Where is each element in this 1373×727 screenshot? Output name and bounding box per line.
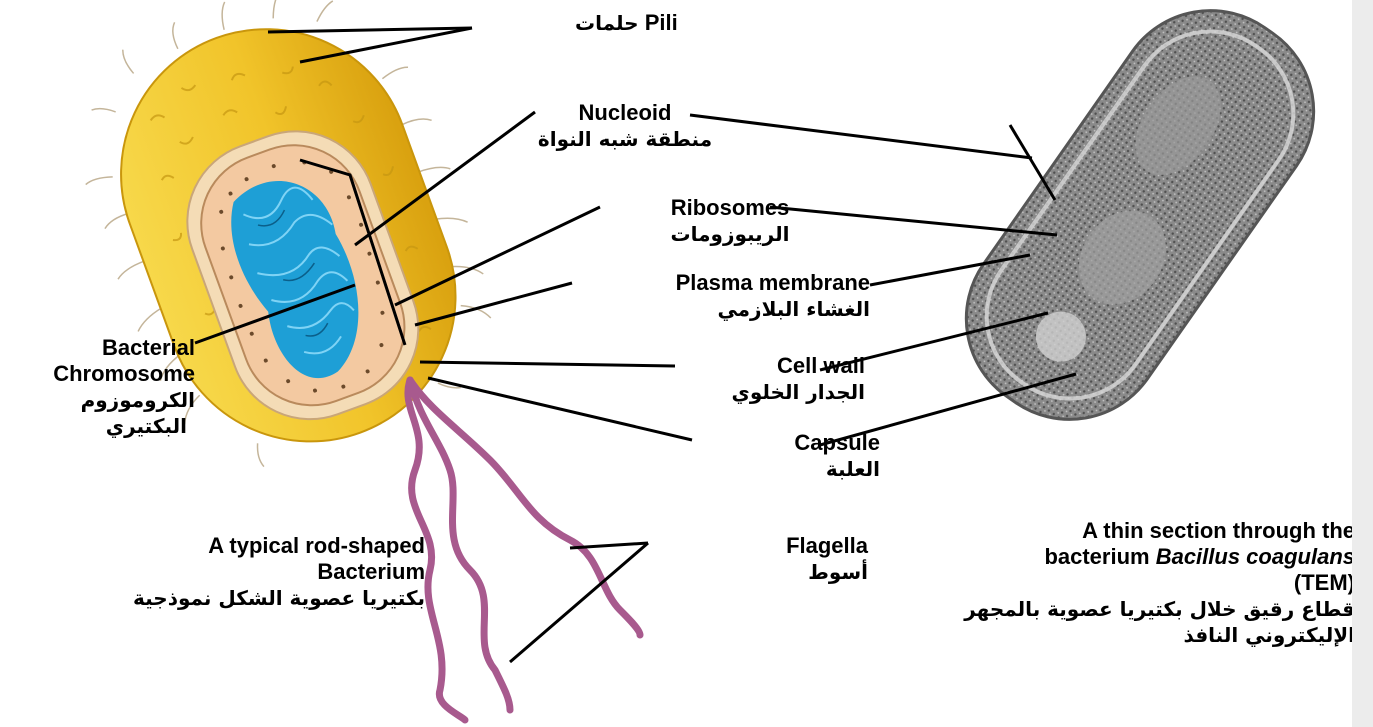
capsule-label: Capsule العلبة xyxy=(740,430,880,482)
right-caption-line3: (TEM) xyxy=(900,570,1355,596)
chromosome-label-line1: Bacterial xyxy=(5,335,195,361)
right-caption-ar-line2: الإليكتروني النافذ xyxy=(900,622,1355,648)
flagella xyxy=(408,380,640,720)
plasma-membrane-label-ar: الغشاء البلازمي xyxy=(600,296,870,322)
right-caption-ar-line1: قطاع رقيق خلال بكتيريا عصوية بالمجهر xyxy=(900,596,1355,622)
chromosome-label: Bacterial Chromosome الكروموزوم البكتيري xyxy=(5,335,195,439)
capsule-label-ar: العلبة xyxy=(740,456,880,482)
chromosome-label-ar-line2: البكتيري xyxy=(5,413,187,439)
flagella-label-en: Flagella xyxy=(740,533,868,559)
left-caption-line1: A typical rod-shaped xyxy=(60,533,425,559)
vertical-scrollbar[interactable] xyxy=(1352,0,1373,727)
pili-label-ar: حلمات xyxy=(575,11,639,35)
cell-wall-label: Cell wall الجدار الخلوي xyxy=(700,353,865,405)
left-caption-ar: بكتيريا عصوية الشكل نموذجية xyxy=(60,585,425,611)
plasma-membrane-label-en: Plasma membrane xyxy=(600,270,870,296)
pili-label: حلمات Pili xyxy=(575,10,678,36)
cell-wall-label-en: Cell wall xyxy=(700,353,865,379)
right-caption-line1: A thin section through the xyxy=(900,518,1355,544)
right-caption-line2: bacterium Bacillus coagulans xyxy=(900,544,1355,570)
nucleoid-label: Nucleoid منطقة شبه النواة xyxy=(525,100,725,152)
ribosomes-label: Ribosomes الريبوزومات xyxy=(630,195,830,247)
chromosome-label-line2: Chromosome xyxy=(5,361,195,387)
capsule-label-en: Capsule xyxy=(740,430,880,456)
flagella-label-ar: أسوط xyxy=(740,559,868,585)
cell-wall-label-ar: الجدار الخلوي xyxy=(700,379,865,405)
nucleoid-label-ar: منطقة شبه النواة xyxy=(525,126,725,152)
left-caption: A typical rod-shaped Bacterium بكتيريا ع… xyxy=(60,533,425,611)
plasma-membrane-label: Plasma membrane الغشاء البلازمي xyxy=(600,270,870,322)
ribosomes-label-ar: الريبوزومات xyxy=(630,221,830,247)
chromosome-label-ar-line1: الكروموزوم xyxy=(5,387,195,413)
right-caption-species: Bacillus coagulans xyxy=(1156,544,1355,569)
right-caption: A thin section through the bacterium Bac… xyxy=(900,518,1355,648)
nucleoid-label-en: Nucleoid xyxy=(525,100,725,126)
left-caption-line2: Bacterium xyxy=(60,559,425,585)
flagella-label: Flagella أسوط xyxy=(740,533,868,585)
right-caption-prefix: bacterium xyxy=(1044,544,1155,569)
ribosomes-label-en: Ribosomes xyxy=(630,195,830,221)
pili-label-en: Pili xyxy=(645,10,678,35)
